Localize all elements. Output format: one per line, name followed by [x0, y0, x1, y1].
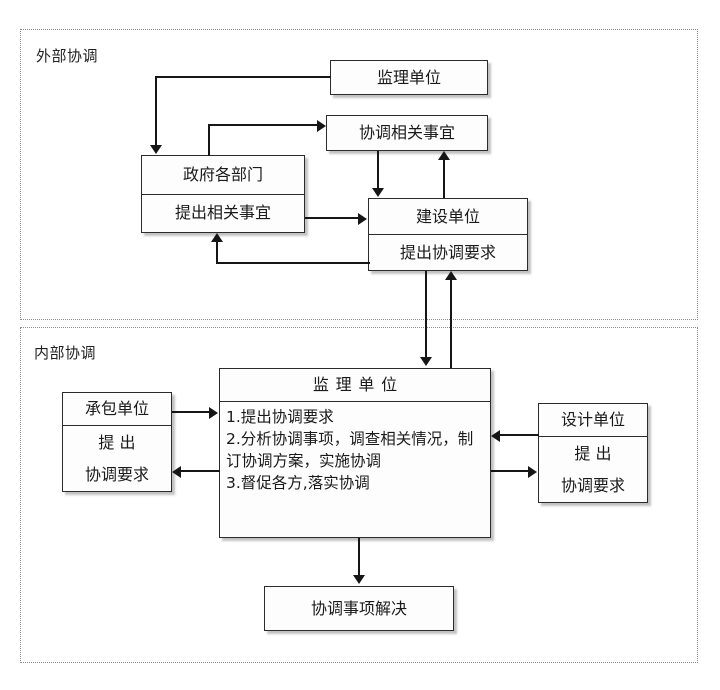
edge-construction-to-supervision-arrowhead — [420, 357, 432, 366]
internal-section-frame — [20, 327, 698, 663]
edge-construction-to-gov-horizontal — [216, 262, 370, 264]
edge-gov-to-coord-arrowhead — [317, 120, 326, 132]
node-construction-unit[interactable]: 建设单位 提出协调要求 — [368, 198, 528, 271]
node-contractor-unit-body-line2: 协调要求 — [84, 464, 149, 484]
edge-supervision-to-gov-arrowhead — [150, 145, 162, 154]
node-supervision-main-body: 1.提出协调要求 2.分析协调事项，调查相关情况，制订协调方案，实施协调 3.督… — [220, 401, 490, 537]
node-gov-departments-body: 提出相关事宜 — [142, 193, 304, 233]
edge-construction-to-coord-arrowhead — [438, 151, 450, 160]
edge-gov-to-coord-horizontal — [208, 124, 318, 126]
edge-supervision-to-gov-horizontal — [155, 76, 331, 78]
node-design-unit-body-line1: 提出 — [539, 436, 647, 470]
node-construction-unit-body: 提出协调要求 — [369, 234, 527, 270]
node-coord-matters[interactable]: 协调相关事宜 — [326, 115, 488, 151]
edge-supervision-to-contractor-arrowhead — [172, 466, 181, 478]
edge-supervision-to-construction-vertical — [450, 280, 452, 368]
internal-section-label: 内部协调 — [34, 344, 97, 362]
node-design-unit-header: 设计单位 — [560, 410, 625, 429]
node-supervision-top-header: 监理单位 — [376, 67, 441, 87]
node-contractor-unit[interactable]: 承包单位 提出 协调要求 — [62, 392, 172, 492]
edge-construction-to-supervision-vertical — [425, 271, 427, 359]
node-resolution[interactable]: 协调事项解决 — [264, 586, 454, 631]
edge-gov-to-construction-arrowhead — [358, 213, 367, 225]
edge-supervision-to-design-horizontal — [491, 470, 531, 472]
node-design-unit-body-line2: 协调要求 — [560, 475, 625, 495]
external-section-label: 外部协调 — [36, 47, 99, 65]
edge-supervision-to-contractor-horizontal — [180, 470, 220, 472]
edge-design-to-supervision-horizontal — [499, 434, 539, 436]
edge-construction-to-gov-arrowhead — [211, 233, 223, 242]
edge-coord-to-construction-vertical — [377, 151, 379, 189]
node-coord-matters-header: 协调相关事宜 — [358, 123, 455, 142]
edge-supervision-to-construction-arrowhead — [445, 271, 457, 280]
edge-supervision-to-gov-vertical — [155, 76, 157, 146]
node-resolution-header: 协调事项解决 — [310, 598, 407, 618]
edge-construction-to-coord-vertical — [443, 160, 445, 198]
edge-contractor-to-supervision-arrowhead — [209, 407, 218, 419]
edge-coord-to-construction-arrowhead — [372, 188, 384, 197]
edge-gov-to-construction-horizontal — [305, 217, 360, 219]
edge-supervision-to-resolution-arrowhead — [353, 575, 365, 584]
node-supervision-main-header: 监理单位 — [312, 375, 404, 394]
node-contractor-unit-header: 承包单位 — [84, 399, 149, 418]
node-contractor-unit-body-line1: 提出 — [63, 425, 171, 459]
node-design-unit[interactable]: 设计单位 提出 协调要求 — [538, 403, 648, 503]
node-supervision-main[interactable]: 监理单位 1.提出协调要求 2.分析协调事项，调查相关情况，制订协调方案，实施协… — [219, 368, 491, 538]
node-supervision-top[interactable]: 监理单位 — [330, 60, 488, 95]
node-construction-unit-header: 建设单位 — [415, 206, 480, 226]
edge-design-to-supervision-arrowhead — [491, 430, 500, 442]
edge-supervision-to-design-arrowhead — [528, 466, 537, 478]
node-gov-departments[interactable]: 政府各部门 提出相关事宜 — [141, 155, 305, 233]
node-gov-departments-header: 政府各部门 — [182, 164, 263, 184]
edge-contractor-to-supervision-horizontal — [172, 411, 212, 413]
edge-supervision-to-resolution-vertical — [358, 538, 360, 576]
edge-construction-to-gov-vertical — [216, 242, 218, 264]
edge-gov-to-coord-vertical — [208, 124, 210, 156]
external-section-frame — [20, 29, 698, 320]
